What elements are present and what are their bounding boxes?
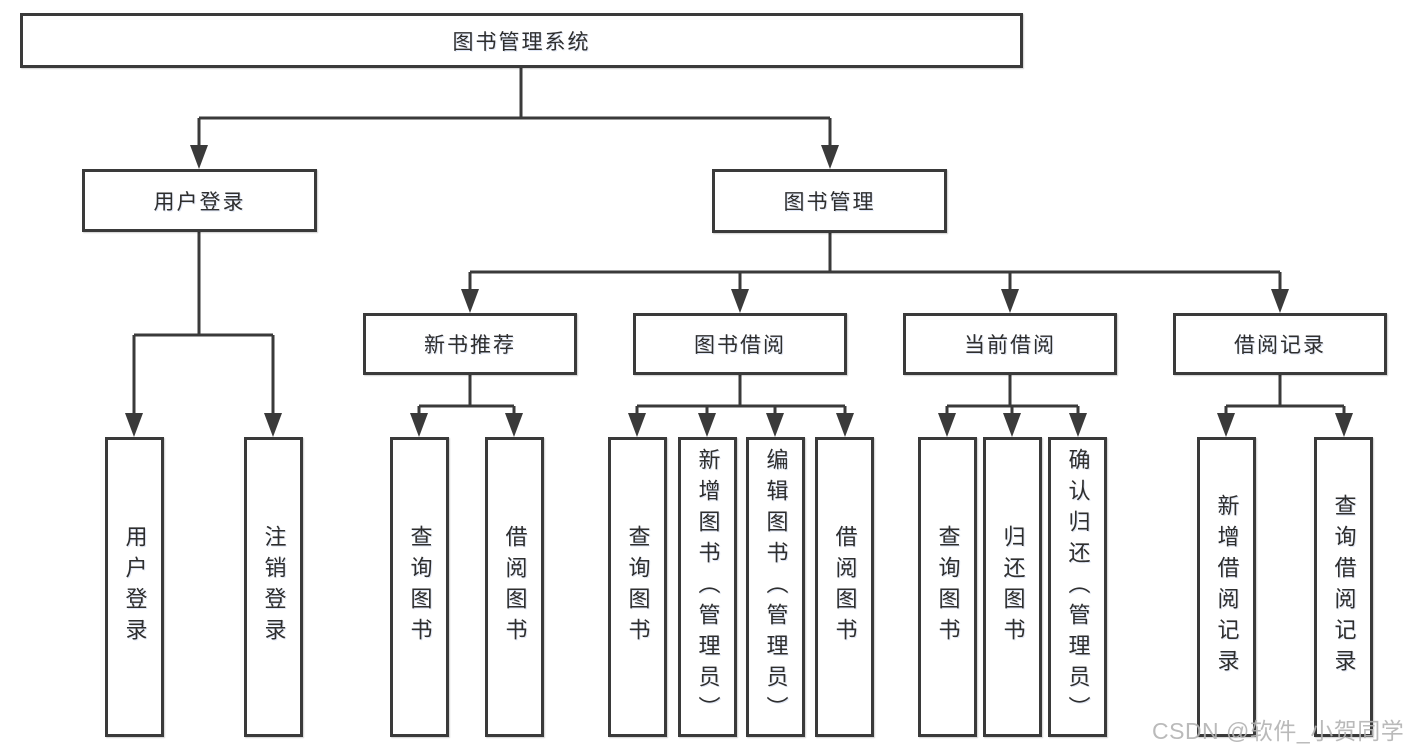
node-book-borrow: 图书借阅	[633, 313, 847, 375]
leaf-br-query-record: 查询借阅记录	[1314, 437, 1373, 737]
connector-root	[199, 68, 830, 120]
leaf-bb-borrow-books-label: 借阅图书	[832, 525, 858, 649]
connector-borrow-records	[1226, 375, 1344, 408]
leaf-bb-add-books-admin: 新增图书（管理员）	[678, 437, 737, 737]
leaf-bb-add-books-admin-label: 新增图书（管理员）	[695, 447, 721, 727]
connector-book-mgmt	[470, 233, 1280, 274]
leaf-logout-label: 注销登录	[261, 525, 287, 649]
leaf-cb-return-books: 归还图书	[983, 437, 1042, 737]
leaf-user-login-label: 用户登录	[122, 525, 148, 649]
node-new-book-recommend: 新书推荐	[363, 313, 577, 375]
leaf-nbr-query-books: 查询图书	[390, 437, 449, 737]
connector-current-borrow	[947, 375, 1078, 408]
leaf-nbr-query-books-label: 查询图书	[407, 525, 433, 649]
node-current-borrow: 当前借阅	[903, 313, 1117, 375]
connector-new-book-rec	[419, 375, 514, 408]
leaf-nbr-borrow-books: 借阅图书	[485, 437, 544, 737]
node-book-management: 图书管理	[712, 169, 947, 233]
leaf-logout: 注销登录	[244, 437, 303, 737]
leaf-cb-query-books: 查询图书	[918, 437, 977, 737]
leaf-cb-return-books-label: 归还图书	[1000, 525, 1026, 649]
leaf-cb-confirm-return-admin: 确认归还（管理员）	[1048, 437, 1107, 737]
leaf-bb-borrow-books: 借阅图书	[815, 437, 874, 737]
leaf-nbr-borrow-books-label: 借阅图书	[502, 525, 528, 649]
leaf-bb-query-books-label: 查询图书	[625, 525, 651, 649]
leaf-user-login: 用户登录	[105, 437, 164, 737]
leaf-bb-edit-books-admin: 编辑图书（管理员）	[746, 437, 805, 737]
arrowheads	[125, 145, 1353, 437]
node-borrow-records: 借阅记录	[1173, 313, 1387, 375]
connector-user-login	[134, 232, 273, 337]
leaf-br-add-record: 新增借阅记录	[1197, 437, 1256, 737]
node-root: 图书管理系统	[20, 13, 1023, 68]
leaf-cb-query-books-label: 查询图书	[935, 525, 961, 649]
leaf-br-add-record-label: 新增借阅记录	[1214, 494, 1240, 680]
leaf-bb-edit-books-admin-label: 编辑图书（管理员）	[763, 447, 789, 727]
leaf-br-query-record-label: 查询借阅记录	[1331, 494, 1357, 680]
leaf-cb-confirm-return-admin-label: 确认归还（管理员）	[1065, 447, 1091, 727]
leaf-bb-query-books: 查询图书	[608, 437, 667, 737]
connector-book-borrow	[637, 375, 845, 408]
csdn-watermark: CSDN @软件_小贺同学	[1152, 718, 1405, 744]
node-user-login: 用户登录	[82, 169, 317, 232]
